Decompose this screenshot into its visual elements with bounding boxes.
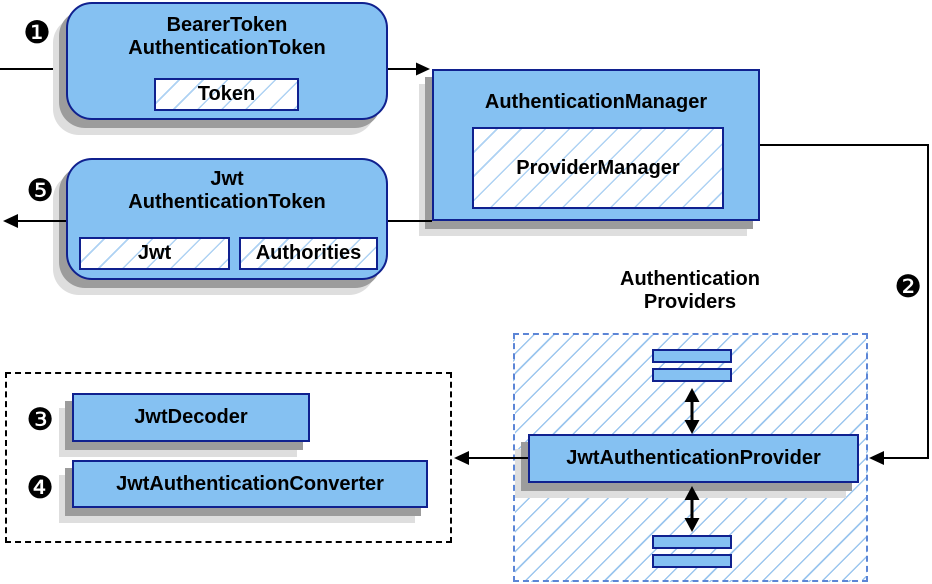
jwt-decoder-node: JwtDecoder <box>72 393 310 442</box>
bearer-token-node: BearerToken AuthenticationToken Token <box>66 2 388 120</box>
step-2-badge: ❷ <box>894 269 922 305</box>
providers-group-label-line1: Authentication <box>620 268 760 290</box>
providers-group-label-line2: Providers <box>643 291 737 313</box>
jwt-authentication-provider-node: JwtAuthenticationProvider <box>528 434 859 483</box>
token-field: Token <box>154 78 299 111</box>
jwt-authentication-converter-node: JwtAuthenticationConverter <box>72 460 428 508</box>
jwt-field: Jwt <box>79 237 230 270</box>
jwt-token-title-line2: AuthenticationToken <box>128 191 326 213</box>
provider-bar <box>652 349 732 363</box>
step-5-badge: ❺ <box>26 173 54 209</box>
providers-group-label: Authentication Providers <box>558 268 822 314</box>
provider-bar <box>652 554 732 568</box>
auth-manager-node: AuthenticationManager ProviderManager <box>432 69 760 221</box>
step-3-badge: ❸ <box>26 402 54 438</box>
bearer-token-title-line2: AuthenticationToken <box>128 37 326 59</box>
auth-manager-title: AuthenticationManager <box>484 91 708 113</box>
authorities-field: Authorities <box>239 237 378 270</box>
step-1-badge: ❶ <box>23 15 51 51</box>
bearer-token-title-line1: BearerToken <box>166 14 288 36</box>
jwt-token-title-line1: Jwt <box>210 168 244 190</box>
jwt-token-node: Jwt AuthenticationToken Jwt Authorities <box>66 158 388 280</box>
provider-bar <box>652 368 732 382</box>
provider-manager-field: ProviderManager <box>472 127 724 209</box>
decoder-group-box <box>5 372 452 543</box>
step-4-badge: ❹ <box>26 470 54 506</box>
provider-bar <box>652 535 732 549</box>
